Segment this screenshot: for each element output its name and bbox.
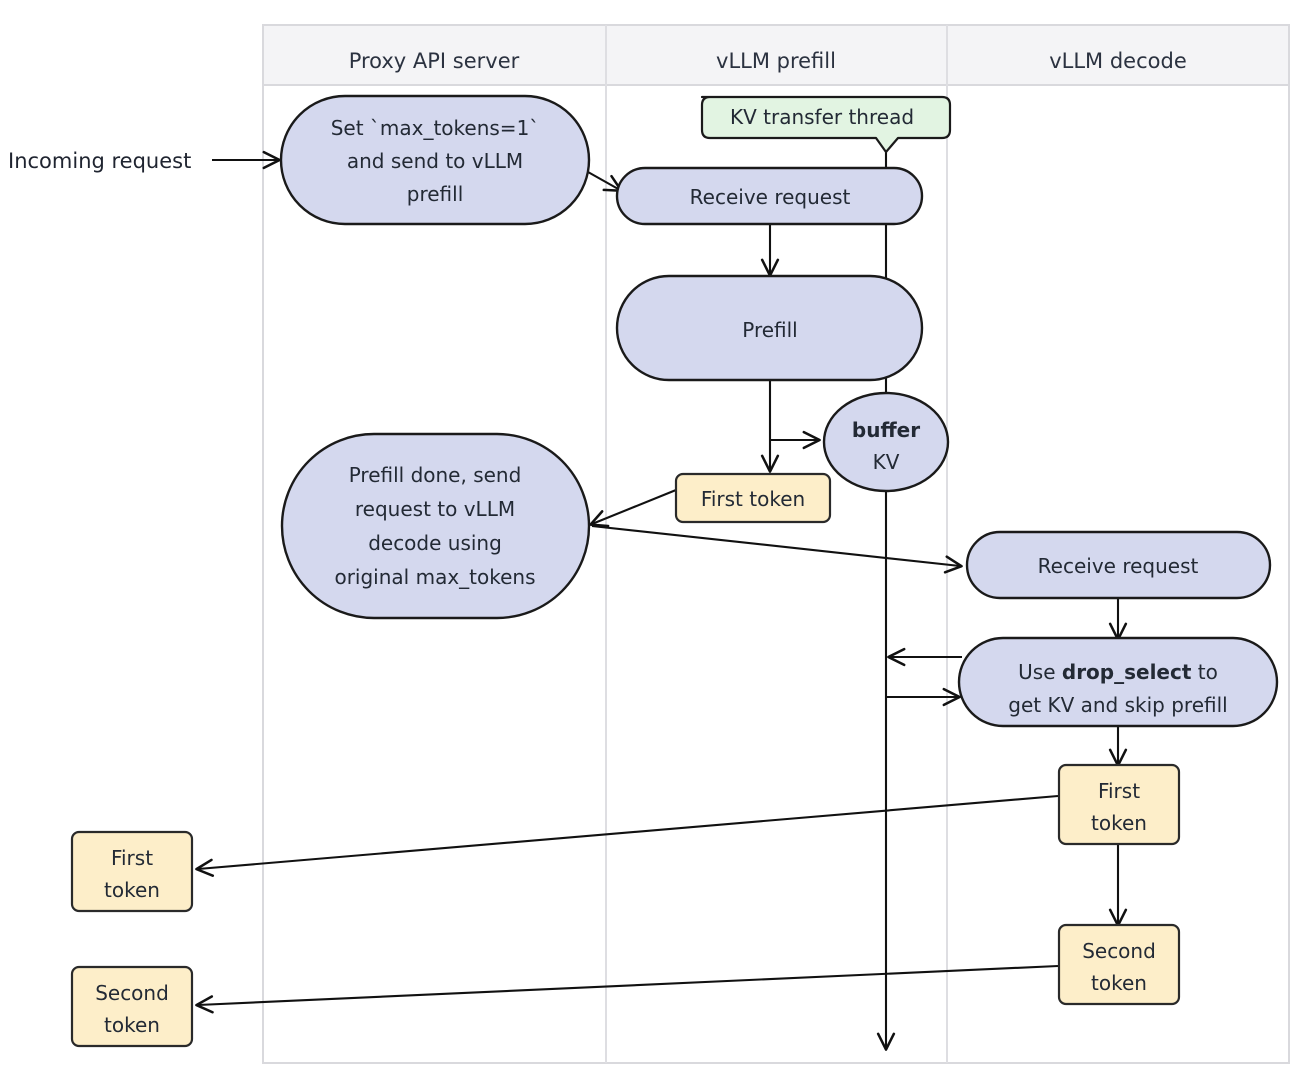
node-proxy-second-token-line-1: Second [95, 981, 169, 1005]
lane-title-decode: vLLM decode [1049, 49, 1187, 73]
node-prefill[interactable]: Prefill [615, 274, 924, 382]
node-buffer-kv-line-2: KV [873, 450, 900, 474]
node-decode-second-token-line-1: Second [1082, 939, 1156, 963]
node-set-max-tokens-line-3: prefill [407, 182, 464, 206]
node-prefill-done-line-2: request to vLLM [355, 497, 515, 521]
node-prefill-receive-request-label: Receive request [690, 185, 851, 209]
node-prefill-first-token-label: First token [701, 487, 805, 511]
node-decode-first-token-line-1: First [1098, 779, 1140, 803]
node-proxy-second-token[interactable]: Second token [70, 965, 194, 1048]
lane-title-proxy: Proxy API server [349, 49, 520, 73]
node-decode-first-token-line-2: token [1091, 811, 1147, 835]
node-decode-receive-request-shape [965, 530, 1272, 600]
node-decode-second-token[interactable]: Second token [1057, 923, 1181, 1006]
node-decode-receive-request[interactable]: Receive request [965, 530, 1272, 600]
node-drop-select-line-1: Use drop_select to [1018, 660, 1218, 684]
node-decode-second-token-shape [1057, 923, 1181, 1006]
node-prefill-done-line-3: decode using [368, 531, 502, 555]
node-buffer-kv-shape [822, 391, 950, 493]
node-prefill-receive-request[interactable]: Receive request [615, 166, 924, 226]
node-set-max-tokens-line-1: Set `max_tokens=1` [331, 116, 540, 140]
drop-select-word-to: to [1191, 660, 1217, 684]
edge-decode-first-token-out [195, 794, 1059, 877]
node-proxy-first-token-shape [70, 830, 194, 913]
node-decode-second-token-line-2: token [1091, 971, 1147, 995]
edge-proxy-to-decode [591, 524, 963, 574]
node-prefill-done-line-1: Prefill done, send [349, 463, 522, 487]
node-set-max-tokens-shape [279, 94, 591, 226]
node-proxy-first-token-line-2: token [104, 878, 160, 902]
node-decode-first-token[interactable]: First token [1057, 763, 1181, 846]
drop-select-word-use: Use [1018, 660, 1062, 684]
edge-first-token-to-proxy [589, 489, 677, 528]
node-proxy-second-token-shape [70, 965, 194, 1048]
node-buffer-kv-line-1: buffer [852, 418, 920, 442]
node-prefill-shape [615, 274, 924, 382]
edge-set-to-receive [587, 171, 623, 193]
node-prefill-first-token-shape [674, 472, 832, 524]
node-proxy-first-token[interactable]: First token [70, 830, 194, 913]
node-proxy-second-token-line-2: token [104, 1013, 160, 1037]
node-drop-select-shape [957, 636, 1279, 728]
node-prefill-receive-request-shape [615, 166, 924, 226]
node-proxy-first-token-line-1: First [111, 846, 153, 870]
note-kv-transfer-thread-label: KV transfer thread [730, 105, 914, 129]
edge-decode-second-token-out [195, 964, 1059, 1014]
drop-select-keyword: drop_select [1062, 660, 1192, 684]
node-decode-receive-request-label: Receive request [1038, 554, 1199, 578]
node-set-max-tokens[interactable]: Set `max_tokens=1` and send to vLLM pref… [279, 94, 591, 226]
label-incoming-request: Incoming request [8, 149, 191, 173]
swimlane-header-band [262, 24, 1290, 86]
node-prefill-done-line-4: original max_tokens [334, 565, 535, 589]
edges [195, 147, 1128, 1051]
node-prefill-first-token[interactable]: First token [674, 472, 832, 524]
node-buffer-kv[interactable]: buffer KV [822, 391, 950, 493]
node-drop-select-line-2: get KV and skip prefill [1008, 693, 1227, 717]
node-drop-select[interactable]: Use drop_select to get KV and skip prefi… [957, 636, 1279, 728]
note-kv-transfer-thread: KV transfer thread [700, 95, 952, 154]
lane-title-prefill: vLLM prefill [716, 49, 836, 73]
note-kv-transfer-thread-shape [700, 95, 952, 154]
node-prefill-done[interactable]: Prefill done, send request to vLLM decod… [280, 432, 591, 620]
node-set-max-tokens-line-2: and send to vLLM [347, 149, 523, 173]
node-prefill-done-shape [280, 432, 591, 620]
node-prefill-label: Prefill [742, 318, 798, 342]
node-decode-first-token-shape [1057, 763, 1181, 846]
